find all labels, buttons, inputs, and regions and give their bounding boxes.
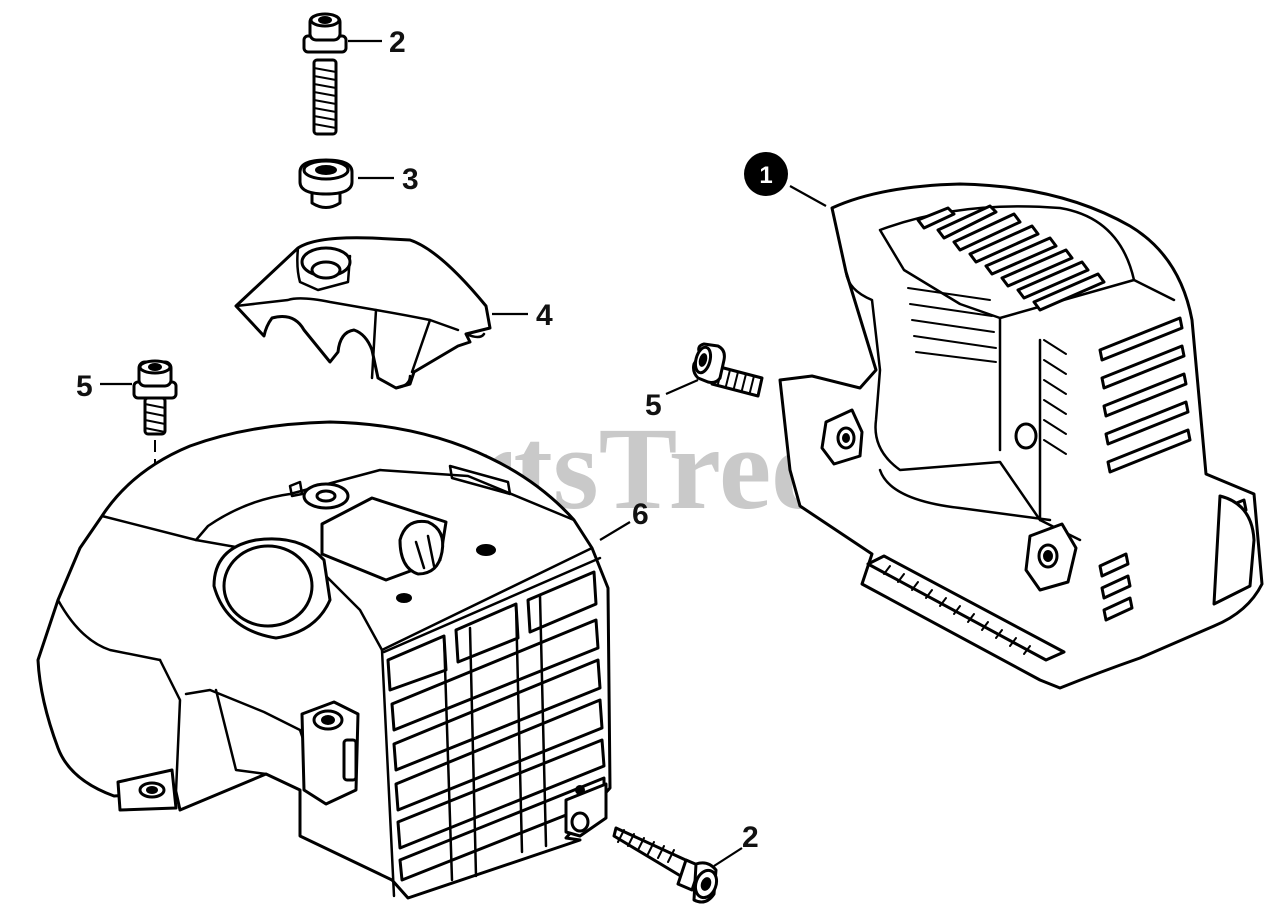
callout-5-left: 5 (76, 370, 93, 403)
callout-1-label: 1 (759, 162, 772, 189)
leader-lines (100, 39, 827, 867)
callout-3: 3 (402, 163, 419, 196)
callout-5-right: 5 (645, 389, 662, 422)
part-bolt-top[interactable] (302, 12, 348, 136)
callout-2-bottom: 2 (742, 821, 759, 854)
callout-1: 1 (744, 152, 788, 196)
part-screw-left[interactable] (132, 359, 178, 436)
callouts: 2 3 4 5 5 6 2 1 (76, 26, 788, 854)
part-clamp[interactable] (234, 236, 492, 390)
callout-4: 4 (536, 299, 553, 332)
part-screw-right[interactable] (692, 342, 764, 398)
callout-6: 6 (632, 498, 649, 531)
part-grommet[interactable] (298, 158, 354, 209)
part-engine-cover[interactable] (36, 420, 612, 900)
part-bolt-bottom[interactable] (612, 826, 720, 904)
callout-2-top: 2 (389, 26, 406, 59)
part-fan-housing[interactable] (778, 182, 1264, 690)
